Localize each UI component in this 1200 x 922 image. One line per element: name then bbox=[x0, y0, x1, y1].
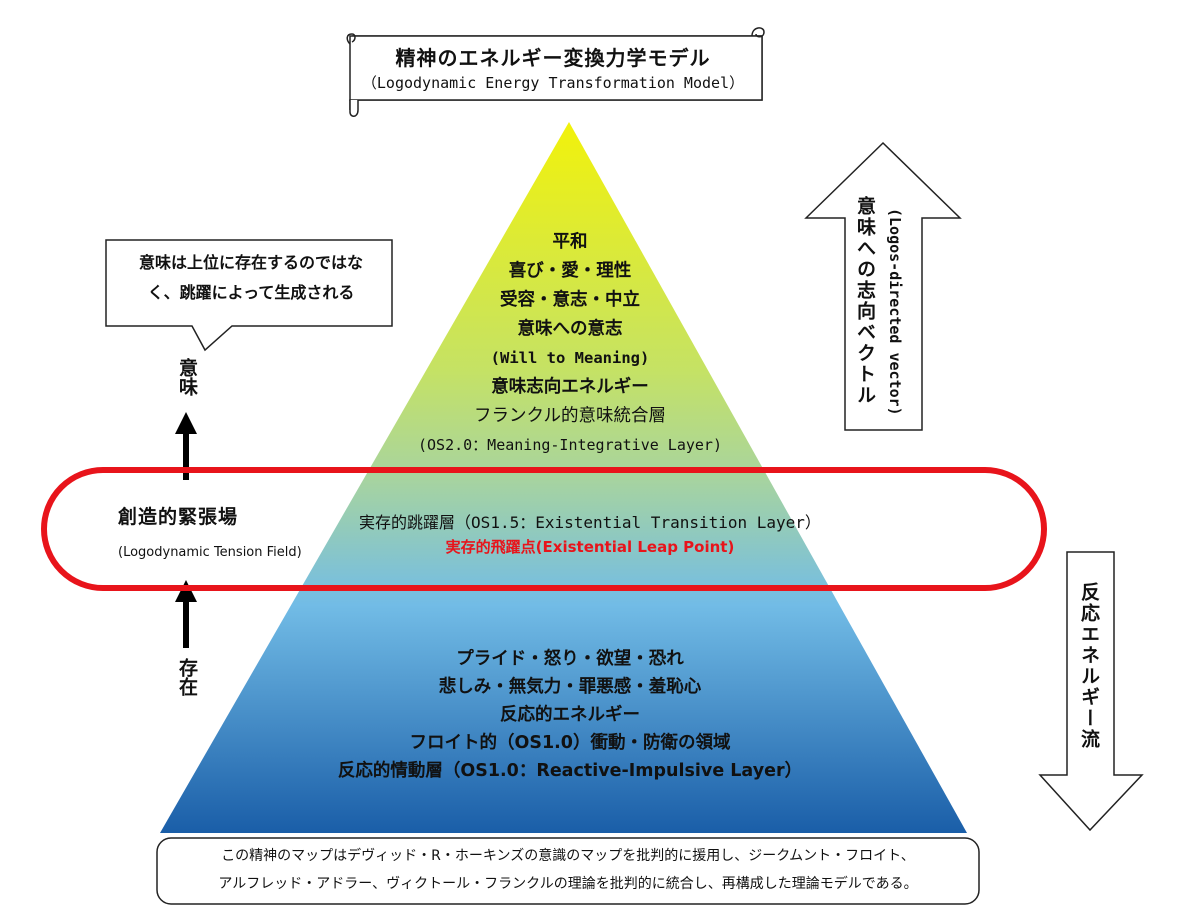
pyramid-bottom-text: プライド・怒り・欲望・恐れ 悲しみ・無気力・罪悪感・羞恥心 反応的エネルギー フ… bbox=[290, 645, 850, 785]
leap-point-label: 実存的飛躍点(Existential Leap Point) bbox=[445, 538, 735, 556]
top-line-will-to-meaning-en: (Will to Meaning) bbox=[490, 349, 650, 367]
pyramid bbox=[160, 122, 967, 833]
footnote-box bbox=[156, 837, 980, 905]
title-block: 精神のエネルギー変換力学モデル （Logodynamic Energy Tran… bbox=[344, 22, 762, 102]
footnote-line-2: アルフレッド・アドラー、ヴィクトール・フランクルの理論を批判的に統合し、再構成し… bbox=[218, 876, 918, 892]
up-vector-label-jp: 意味への志向ベクトル bbox=[854, 196, 876, 406]
top-line-frankl-layer: フランクル的意味統合層 bbox=[474, 406, 666, 426]
up-vector-label-en: (Logos-directed vector) bbox=[886, 208, 904, 416]
top-line-will-to-meaning-jp: 意味への意志 bbox=[517, 319, 623, 339]
top-line-peace: 平和 bbox=[552, 232, 588, 252]
transition-layer-label: 実存的跳躍層（OS1.5：Existential Transition Laye… bbox=[359, 513, 821, 532]
top-line-joy: 喜び・愛・理性 bbox=[508, 261, 632, 281]
callout-line-1: 意味は上位に存在するのではな bbox=[138, 253, 363, 272]
tension-field-ellipse bbox=[41, 467, 1047, 591]
tension-field-label: 創造的緊張場 bbox=[118, 506, 239, 528]
callout-box bbox=[105, 239, 393, 352]
top-line-acceptance: 受容・意志・中立 bbox=[500, 290, 640, 310]
bottom-line-reactive-energy: 反応的エネルギー bbox=[500, 705, 640, 725]
callout-line-2: く、跳躍によって生成される bbox=[147, 283, 355, 302]
bottom-line-sadness: 悲しみ・無気力・罪悪感・羞恥心 bbox=[438, 677, 702, 697]
footnote-text: この精神のマップはデヴィッド・R・ホーキンズの意識のマップを批判的に援用し、ジー… bbox=[160, 842, 976, 898]
bottom-line-os1: 反応的情動層（OS1.0：Reactive-Impulsive Layer） bbox=[337, 761, 803, 781]
top-line-os2: (OS2.0：Meaning-Integrative Layer) bbox=[418, 436, 722, 454]
title-scroll bbox=[346, 27, 765, 117]
down-flow-label: 反応エネルギー流 bbox=[1078, 582, 1100, 750]
bottom-line-pride: プライド・怒り・欲望・恐れ bbox=[456, 649, 684, 669]
down-flow-arrow bbox=[1038, 551, 1144, 832]
pyramid-top-text: 平和 喜び・愛・理性 受容・意志・中立 意味への意志 (Will to Mean… bbox=[360, 228, 780, 460]
tension-field-sublabel: (Logodynamic Tension Field) bbox=[118, 545, 302, 560]
up-vector-arrow bbox=[804, 141, 962, 431]
callout-text: 意味は上位に存在するのではな く、跳躍によって生成される bbox=[110, 248, 392, 308]
diagram-title: 精神のエネルギー変換力学モデル bbox=[395, 46, 711, 70]
axis-bottom-label: 存在 bbox=[176, 658, 198, 696]
diagram-subtitle: （Logodynamic Energy Transformation Model… bbox=[361, 74, 745, 92]
axis-top-label: 意味 bbox=[176, 358, 198, 396]
footnote-line-1: この精神のマップはデヴィッド・R・ホーキンズの意識のマップを批判的に援用し、ジー… bbox=[221, 848, 915, 864]
bottom-line-freud: フロイト的（OS1.0）衝動・防衛の領域 bbox=[409, 733, 731, 753]
top-line-meaning-energy: 意味志向エネルギー bbox=[491, 377, 649, 397]
